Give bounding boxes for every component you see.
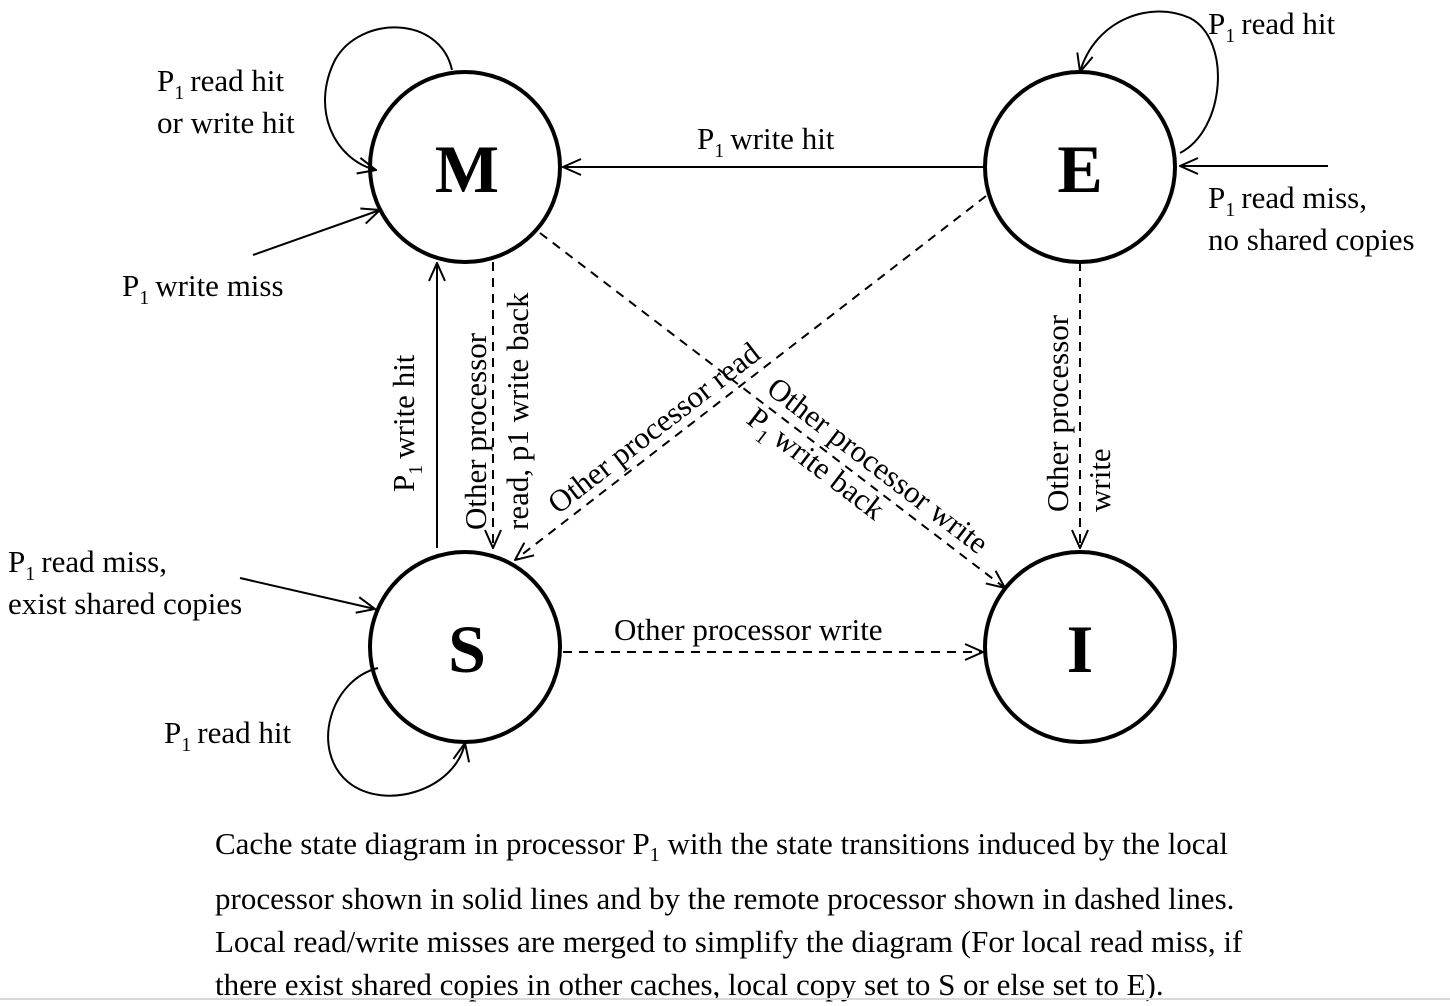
caption-line-1: Cache state diagram in processor P1 with… — [215, 826, 1228, 867]
s-entry-label-2: exist shared copies — [8, 586, 242, 621]
write-miss-arrow — [252, 210, 380, 256]
state-s: S — [368, 550, 562, 744]
e-to-i-label-1: Other processor — [1040, 314, 1075, 512]
m-self-label-2: or write hit — [157, 105, 295, 140]
state-i: I — [983, 550, 1177, 744]
e-self-loop — [1080, 10, 1219, 154]
s-to-m-label: P1write hit — [386, 354, 427, 492]
state-e: E — [983, 70, 1177, 264]
s-entry-arrow — [239, 577, 375, 609]
s-to-i-label: Other processor write — [614, 612, 883, 647]
state-s-label: S — [448, 611, 486, 687]
state-i-label: I — [1067, 611, 1093, 687]
caption-line-2: processor shown in solid lines and by th… — [215, 881, 1235, 917]
m-to-s-label-2: read, p1 write back — [500, 292, 535, 530]
figure-caption: Cache state diagram in processor P1 with… — [215, 822, 1435, 1006]
state-e-label: E — [1057, 131, 1102, 207]
m-self-loop — [324, 26, 453, 170]
e-to-s-arrow — [515, 195, 987, 560]
bottom-rule — [0, 998, 1450, 1000]
m-to-s-label-1: Other processor — [458, 332, 493, 530]
state-m: M — [368, 70, 562, 264]
caption-line-3: Local read/write misses are merged to si… — [215, 924, 1243, 960]
e-to-i-label-2: write — [1082, 448, 1117, 512]
caption-line-4: there exist shared copies in other cache… — [215, 967, 1164, 1003]
state-m-label: M — [435, 131, 499, 207]
e-entry-label-2: no shared copies — [1208, 222, 1415, 257]
m-to-i-arrow — [539, 232, 1005, 588]
e-to-s-label: Other processor read — [541, 335, 767, 521]
s-self-loop — [327, 667, 465, 797]
